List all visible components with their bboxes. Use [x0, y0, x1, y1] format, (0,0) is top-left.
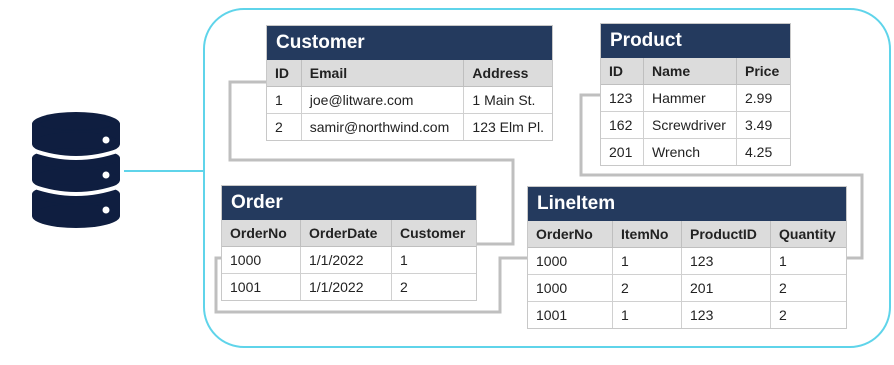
table-header-row: ID Email Address [267, 60, 552, 87]
table-cell: 1 [391, 246, 476, 274]
table-cell: 1 [267, 86, 302, 114]
table-cell: 3.49 [736, 111, 790, 139]
table-header-row: OrderNo OrderDate Customer [222, 220, 476, 247]
table-cell: 1/1/2022 [300, 273, 392, 300]
column-header: Name [643, 58, 737, 85]
column-header: Price [736, 58, 790, 85]
table-cell: Screwdriver [643, 111, 737, 139]
table-cell: 2 [267, 113, 302, 140]
order-table: Order OrderNo OrderDate Customer 1000 1/… [221, 185, 477, 301]
table-row: 162 Screwdriver 3.49 [601, 111, 790, 139]
table-row: 201 Wrench 4.25 [601, 138, 790, 165]
table-cell: 201 [681, 274, 771, 302]
customer-table-title: Customer [267, 26, 552, 60]
table-cell: samir@northwind.com [301, 113, 465, 140]
table-row: 1000 1/1/2022 1 [222, 246, 476, 274]
table-cell: 2 [612, 274, 682, 302]
table-cell: Hammer [643, 84, 737, 112]
table-cell: 1 [612, 247, 682, 275]
relation-product-lineitem [579, 93, 864, 260]
customer-table-grid: ID Email Address 1 joe@litware.com 1 Mai… [267, 60, 552, 140]
customer-table: Customer ID Email Address 1 joe@litware.… [266, 25, 553, 141]
table-header-row: ID Name Price [601, 58, 790, 85]
table-row: 1001 1/1/2022 2 [222, 273, 476, 300]
table-row: 123 Hammer 2.99 [601, 84, 790, 112]
table-row: 1000 2 201 2 [528, 274, 846, 302]
table-cell: 2 [400, 279, 408, 295]
table-cell: 123 [681, 301, 771, 328]
column-header: OrderNo [528, 221, 613, 248]
column-header: ProductID [681, 221, 771, 248]
table-cell: 162 [601, 111, 644, 139]
relation-order-lineitem [214, 256, 527, 314]
table-cell: 1000 [528, 274, 613, 302]
table-cell: 2 [770, 274, 846, 302]
database-icon [31, 112, 121, 228]
table-cell: 1000 [528, 247, 613, 275]
product-table: Product ID Name Price 123 Hammer 2.99 16… [600, 23, 791, 166]
table-cell: 4.25 [745, 144, 773, 160]
database-container [203, 8, 891, 348]
column-header: OrderNo [222, 220, 301, 247]
table-cell: 1000 [222, 246, 301, 274]
table-cell: 201 [601, 138, 644, 165]
table-cell: 123 [681, 247, 771, 275]
table-cell: 2 [779, 307, 787, 323]
product-table-grid: ID Name Price 123 Hammer 2.99 162 Screwd… [601, 58, 790, 165]
column-header: OrderDate [300, 220, 392, 247]
column-header: Email [301, 60, 465, 87]
lineitem-table: LineItem OrderNo ItemNo ProductID Quanti… [527, 186, 847, 329]
table-cell: joe@litware.com [301, 86, 465, 114]
table-row: 2 samir@northwind.com 123 Elm Pl. [267, 113, 552, 140]
table-row: 1001 1 123 2 [528, 301, 846, 328]
column-header: ID [601, 58, 644, 85]
table-cell: 123 [601, 84, 644, 112]
table-header-row: OrderNo ItemNo ProductID Quantity [528, 221, 846, 248]
column-header: Customer [391, 220, 476, 247]
column-header: ID [267, 60, 302, 87]
table-cell: Wrench [643, 138, 737, 165]
table-row: 1000 1 123 1 [528, 247, 846, 275]
lineitem-table-grid: OrderNo ItemNo ProductID Quantity 1000 1… [528, 221, 846, 328]
order-table-grid: OrderNo OrderDate Customer 1000 1/1/2022… [222, 220, 476, 300]
table-cell: 1/1/2022 [300, 246, 392, 274]
column-header: Quantity [770, 221, 846, 248]
lineitem-table-title: LineItem [528, 187, 846, 221]
table-row: 1 joe@litware.com 1 Main St. [267, 86, 552, 114]
table-cell: 123 Elm Pl. [472, 119, 544, 135]
table-cell: 1 [612, 301, 682, 328]
table-cell: 1 [770, 247, 846, 275]
table-cell: 1001 [222, 273, 301, 300]
order-table-title: Order [222, 186, 476, 220]
column-header: ItemNo [612, 221, 682, 248]
product-table-title: Product [601, 24, 790, 58]
table-cell: 1001 [528, 301, 613, 328]
column-header: Address [463, 60, 552, 87]
relation-customer-order [228, 80, 515, 246]
table-cell: 1 Main St. [463, 86, 552, 114]
table-cell: 2.99 [736, 84, 790, 112]
